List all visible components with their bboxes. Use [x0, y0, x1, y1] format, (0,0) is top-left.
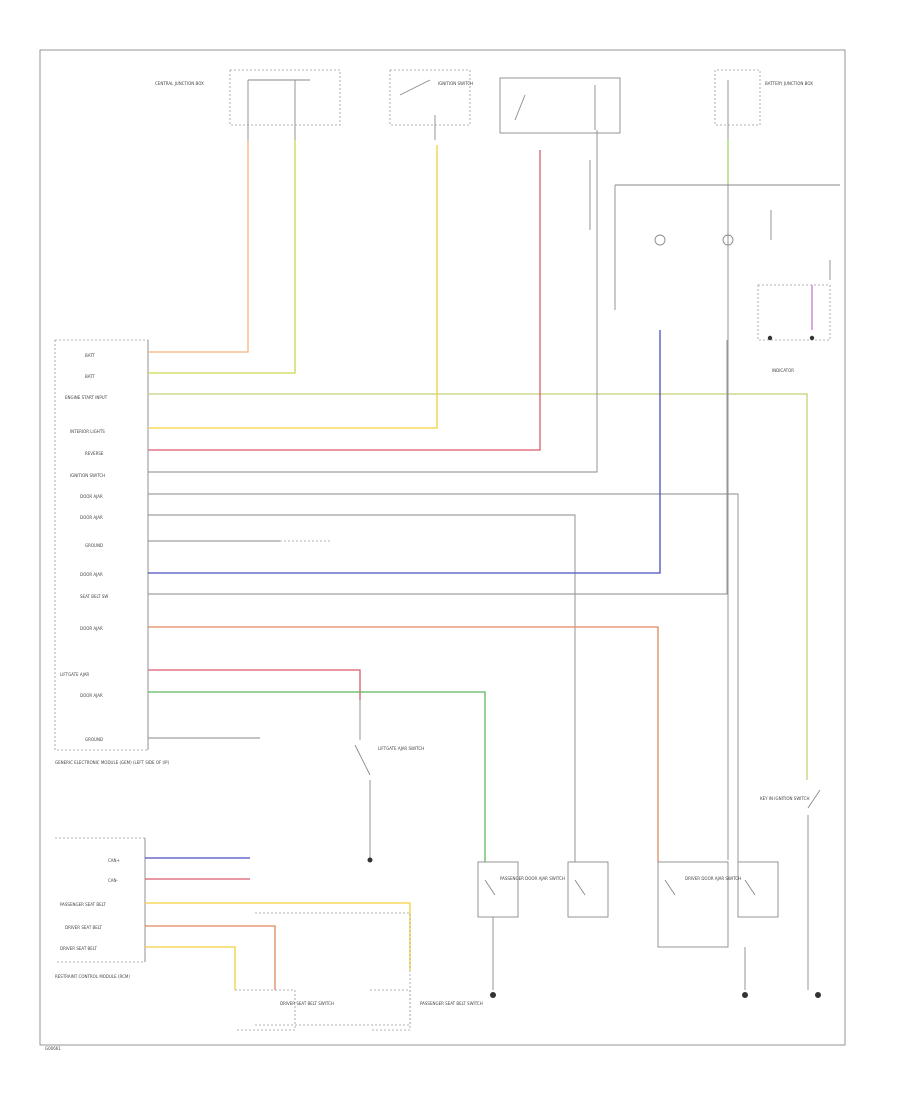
key-switch-label: KEY IN IGNITION SWITCH: [760, 796, 809, 801]
top-right-fuse-block: BATTERY JUNCTION BOX: [714, 69, 813, 140]
gem-pin-label: INTERIOR LIGHTS: [70, 429, 105, 434]
indicator-label: INDICATOR: [772, 368, 794, 373]
driver-seat-belt-label: DRIVER SEAT BELT SWITCH: [280, 1001, 334, 1006]
gem-pin-label: GROUND: [85, 737, 103, 742]
gem-pin-label: DOOR AJAR: [80, 515, 103, 520]
wire-salmon: [148, 626, 659, 862]
driver-door-switch-label: DRIVER DOOR AJAR SWITCH: [685, 876, 741, 881]
gem-pin-label: DOOR AJAR: [80, 693, 103, 698]
gem-pin-label: GROUND: [85, 543, 103, 548]
gem-pin-label: IGNITION SWITCH: [70, 473, 105, 478]
wire-gray-door-1: [148, 493, 739, 862]
wires: [148, 130, 813, 862]
wire-green: [148, 691, 486, 862]
footer-code: G00661: [45, 1046, 61, 1051]
top-right-fuse-label: BATTERY JUNCTION BOX: [765, 81, 813, 86]
right-mid-circuit: INDICATOR: [589, 160, 840, 860]
wire-olive: [148, 393, 808, 780]
gem-pin-label: SEAT BELT SW: [80, 594, 108, 599]
restraint-control-module: RESTRAINT CONTROL MODULE (RCM) CAN+ CAN-…: [55, 837, 146, 979]
top-mid-relay-block: [499, 77, 621, 134]
wire-orange: [148, 140, 249, 353]
liftgate-switch-label: LIFTGATE AJAR SWITCH: [378, 746, 424, 751]
seat-belt-switches: DRIVER SEAT BELT SWITCH PASSENGER SEAT B…: [235, 989, 483, 1031]
gem-module: GENERIC ELECTRONIC MODULE (GEM) (LEFT SI…: [54, 339, 169, 765]
restraint-pin-label: PASSENGER SEAT BELT: [60, 902, 106, 907]
restraint-wires: [145, 857, 411, 1026]
wire-yellow-pass-belt: [145, 902, 411, 970]
ignition-switch-block: IGNITION SWITCH: [389, 69, 473, 140]
restraint-pin-label: CAN+: [108, 858, 120, 863]
wire-red-liftgate: [148, 669, 361, 700]
wire-yellow: [148, 145, 438, 429]
wire-red: [148, 150, 541, 451]
ground-symbols: [490, 992, 821, 998]
gem-pin-label: LIFTGATE AJAR: [60, 672, 89, 677]
wire-yellow-green: [148, 140, 296, 374]
gem-label: GENERIC ELECTRONIC MODULE (GEM) (LEFT SI…: [55, 760, 169, 765]
pass-door-switch-label: PASSENGER DOOR AJAR SWITCH: [500, 876, 565, 881]
gem-pin-label: DOOR AJAR: [80, 626, 103, 631]
door-ajar-switches: PASSENGER DOOR AJAR SWITCH DRIVER DOOR A…: [477, 789, 821, 990]
restraint-pin-label: DRIVER SEAT BELT: [65, 925, 103, 930]
wire-gray-ign: [148, 130, 598, 473]
gem-pin-labels: BATT BATT ENGINE START INPUT INTERIOR LI…: [60, 353, 108, 742]
gem-pin-label: DOOR AJAR: [80, 572, 103, 577]
restraint-label: RESTRAINT CONTROL MODULE (RCM): [55, 974, 130, 979]
restraint-pin-label: DRIVER SEAT BELT: [60, 946, 98, 951]
diagram-frame: [39, 49, 846, 1046]
gem-pin-label: REVERSE: [85, 451, 104, 456]
wire-gray-door-2: [148, 514, 576, 862]
gem-pin-label: BATT: [85, 353, 96, 358]
top-left-fuse-block: CENTRAL JUNCTION BOX: [155, 69, 341, 140]
wire-blue: [148, 330, 661, 574]
wire-red-driver-belt: [145, 925, 276, 990]
gem-pin-label: ENGINE START INPUT: [65, 395, 108, 400]
gem-pin-label: BATT: [85, 374, 96, 379]
wire-gray-seatbelt: [148, 340, 728, 595]
gem-pin-label: DOOR AJAR: [80, 494, 103, 499]
ignition-switch-label: IGNITION SWITCH: [438, 81, 473, 86]
wire-yellow-driver-belt: [145, 946, 236, 990]
restraint-pin-label: CAN-: [108, 878, 119, 883]
pass-seat-belt-label: PASSENGER SEAT BELT SWITCH: [420, 1001, 483, 1006]
liftgate-ajar-switch: LIFTGATE AJAR SWITCH: [354, 700, 424, 863]
top-left-fuse-label: CENTRAL JUNCTION BOX: [155, 81, 204, 86]
